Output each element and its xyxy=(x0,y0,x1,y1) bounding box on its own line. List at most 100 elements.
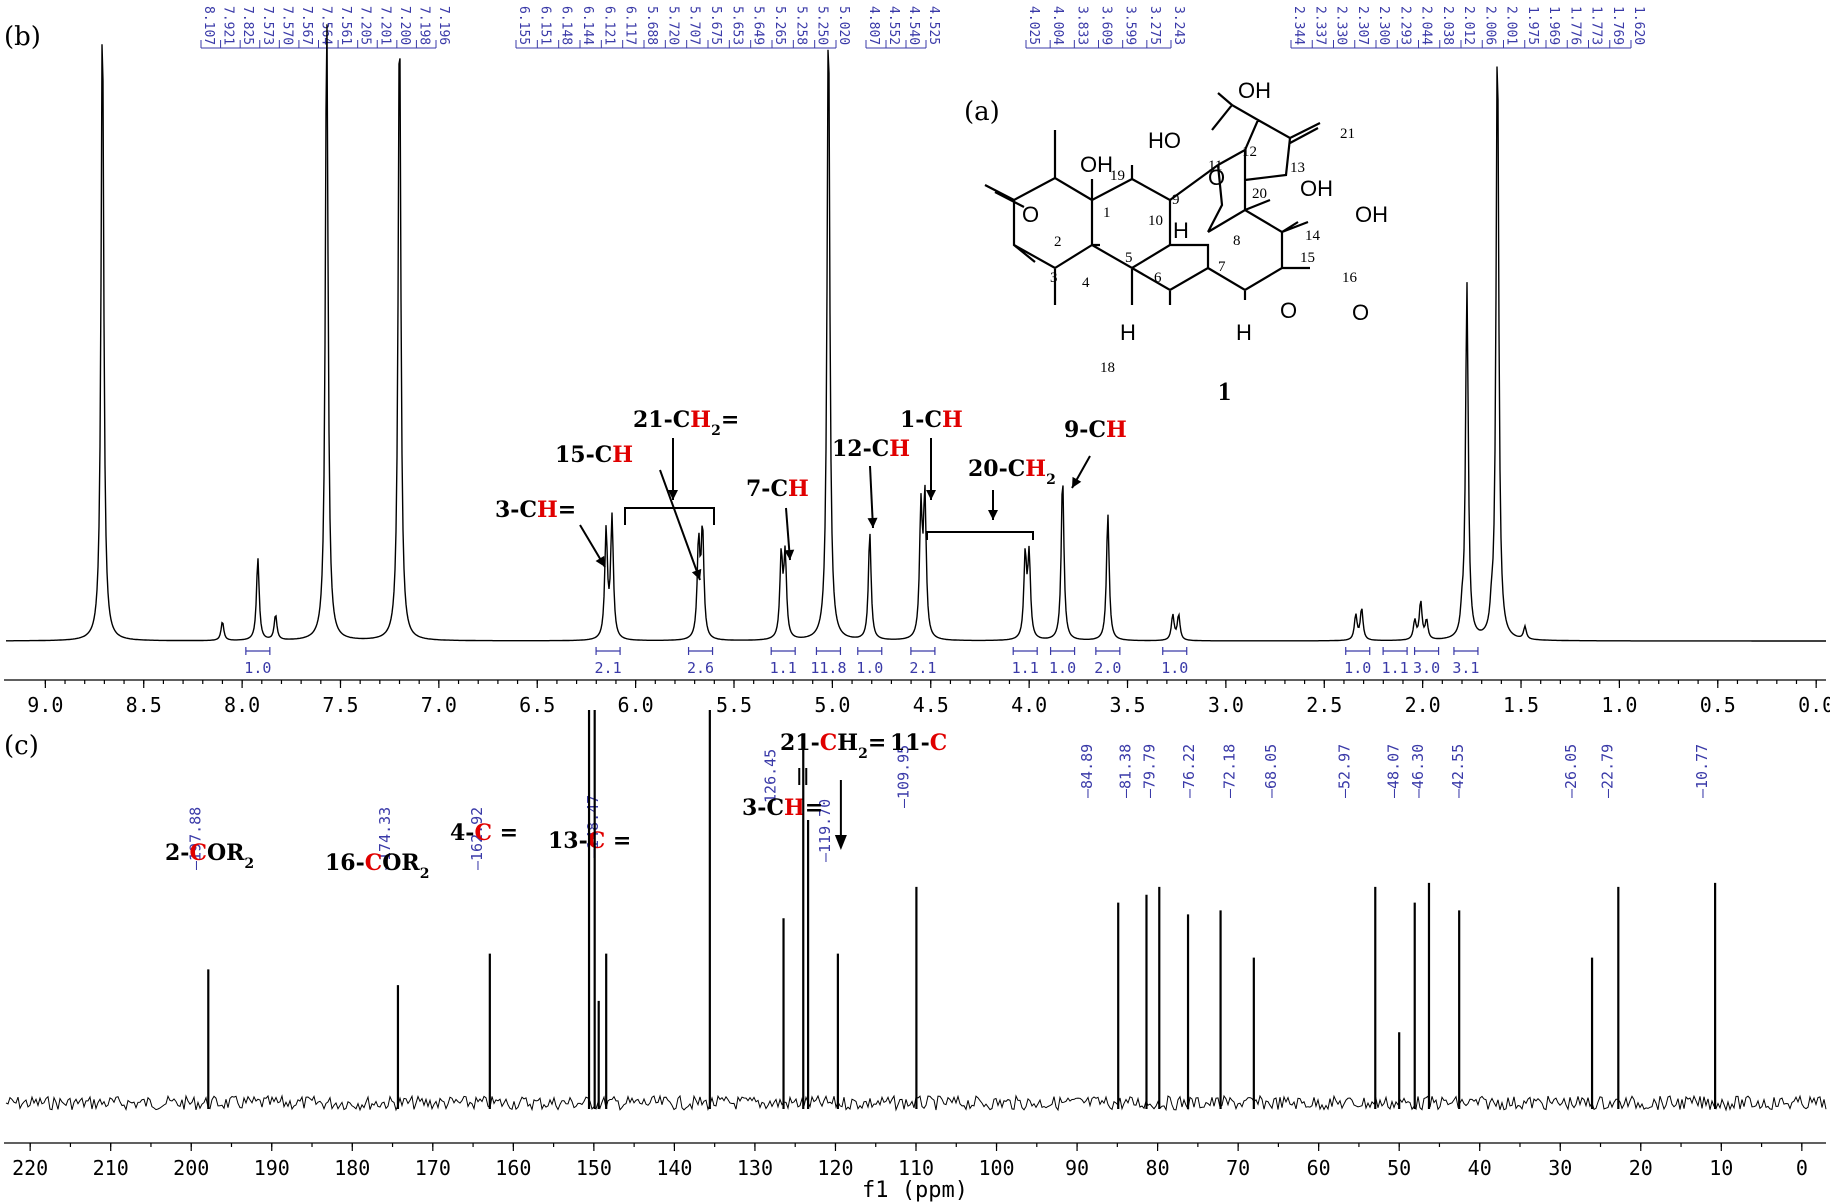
proton-assignment-label: 7-CH xyxy=(746,476,809,502)
atom-number: 4 xyxy=(1082,275,1090,291)
panel-label-b: (b) xyxy=(4,22,41,52)
atom-h-5: H xyxy=(1120,320,1136,345)
proton-tick-label: 1.5 xyxy=(1503,693,1539,717)
carbon-peak-shift-label: —197.88 xyxy=(186,807,204,870)
carbon-tick-label: 120 xyxy=(817,1156,853,1180)
proton-peak-shift-label: 6.148 xyxy=(559,6,574,45)
integration-value: 2.1 xyxy=(909,659,936,677)
proton-peak-shift-label: 5.250 xyxy=(815,6,830,45)
annotation-arrowhead xyxy=(1072,476,1082,488)
carbon-tick-label: 40 xyxy=(1468,1156,1492,1180)
proton-peak-shift-label: 2.344 xyxy=(1291,6,1306,45)
proton-peak-shift-label: 4.004 xyxy=(1050,6,1065,45)
proton-peak-shift-label: 1.975 xyxy=(1525,6,1540,45)
proton-tick-label: 2.0 xyxy=(1405,693,1441,717)
integration-value: 1.1 xyxy=(770,659,797,677)
integration-value: 2.0 xyxy=(1094,659,1121,677)
proton-peak-shift-label: 7.561 xyxy=(338,6,353,45)
annotation-arrowhead xyxy=(834,835,847,850)
proton-peak-shift-label: 5.720 xyxy=(665,6,680,45)
proton-tick-label: 3.0 xyxy=(1208,693,1244,717)
carbon-peak-shift-label: —84.89 xyxy=(1078,744,1096,798)
atom-number: 14 xyxy=(1305,228,1321,244)
proton-tick-label: 8.5 xyxy=(126,693,162,717)
compound-number: 1 xyxy=(1218,377,1231,406)
proton-tick-label: 7.5 xyxy=(322,693,358,717)
proton-peak-shift-label: 5.020 xyxy=(836,6,851,45)
carbon-tick-label: 160 xyxy=(495,1156,531,1180)
carbon-peak-shift-label: —162.92 xyxy=(468,807,486,870)
proton-assignment-label: 20-CH2 xyxy=(968,456,1056,488)
integration-value: 1.0 xyxy=(856,659,883,677)
proton-tick-label: 5.5 xyxy=(716,693,752,717)
molecule-bonds xyxy=(984,92,1321,305)
annotation-arrowhead xyxy=(988,510,998,520)
proton-assignment-label: 1-CH xyxy=(900,407,963,433)
proton-peak-shift-label: 6.117 xyxy=(623,6,638,45)
proton-peak-shift-label: 7.196 xyxy=(436,6,451,45)
carbon-peak-shift-label: —72.18 xyxy=(1221,744,1239,798)
integration-value: 3.0 xyxy=(1413,659,1440,677)
proton-peak-shift-label: 1.773 xyxy=(1589,6,1604,45)
integration-value: 2.6 xyxy=(687,659,714,677)
carbon-tick-label: 210 xyxy=(93,1156,129,1180)
x-axis-label: f1 (ppm) xyxy=(862,1178,968,1202)
carbon-peak-shift-label: —42.55 xyxy=(1449,744,1467,798)
proton-peak-shift-label: 2.330 xyxy=(1334,6,1349,45)
carbon-peak-shift-label: —81.38 xyxy=(1117,744,1135,798)
proton-peak-shift-label: 8.107 xyxy=(201,6,216,45)
proton-peak-shift-label: 1.969 xyxy=(1546,6,1561,45)
integration-value: 1.1 xyxy=(1012,659,1039,677)
integration-value: 1.0 xyxy=(244,659,271,677)
proton-peak-shift-label: 4.807 xyxy=(866,6,881,45)
proton-peak-shift-label: 1.776 xyxy=(1567,6,1582,45)
proton-peak-shift-label: 3.609 xyxy=(1099,6,1114,45)
proton-peak-shift-label: 2.307 xyxy=(1355,6,1370,45)
carbon-tick-label: 0 xyxy=(1796,1156,1808,1180)
carbon-peak-shift-label: —76.22 xyxy=(1180,744,1198,798)
proton-peak-shift-label: 7.198 xyxy=(416,6,431,45)
proton-tick-label: 9.0 xyxy=(27,693,63,717)
atom-number: 7 xyxy=(1218,259,1226,275)
carbon-peak-shift-label: —26.05 xyxy=(1562,744,1580,798)
proton-peak-shift-label: 3.599 xyxy=(1123,6,1138,45)
proton-tick-label: 6.0 xyxy=(618,693,654,717)
carbon-tick-label: 70 xyxy=(1226,1156,1250,1180)
proton-tick-label: 3.5 xyxy=(1109,693,1145,717)
proton-peak-shift-label: 4.025 xyxy=(1026,6,1041,45)
proton-assignment-label: 3-CH= xyxy=(495,497,576,523)
atom-oh-1: OH xyxy=(1080,152,1113,177)
proton-peak-shift-label: 4.552 xyxy=(886,6,901,45)
atom-o-lactone: O xyxy=(1280,298,1297,323)
atom-number: 20 xyxy=(1252,186,1267,202)
proton-peak-shift-label: 7.921 xyxy=(221,6,236,45)
carbon-assignment-label: 16-COR2 xyxy=(325,850,429,882)
proton-tick-label: 4.0 xyxy=(1011,693,1047,717)
atom-oh-12: OH xyxy=(1238,78,1271,103)
proton-tick-label: 4.5 xyxy=(913,693,949,717)
atom-number: 10 xyxy=(1148,213,1163,229)
atom-number: 5 xyxy=(1125,250,1133,266)
integration-value: 1.0 xyxy=(1344,659,1371,677)
carbon-tick-label: 80 xyxy=(1146,1156,1170,1180)
proton-peak-shift-label: 7.567 xyxy=(299,6,314,45)
carbon-peak-shift-label: —22.79 xyxy=(1598,744,1616,798)
integration-value: 1.0 xyxy=(1049,659,1076,677)
carbon-tick-label: 10 xyxy=(1709,1156,1733,1180)
carbon-peak-shift-label: —68.05 xyxy=(1262,744,1280,798)
carbon-spectrum-panel: —197.88—174.33—162.92—148.47—126.45—119.… xyxy=(4,710,1827,1202)
carbon-tick-label: 50 xyxy=(1387,1156,1411,1180)
proton-peak-shift-label: 1.769 xyxy=(1610,6,1625,45)
proton-tick-label: 7.0 xyxy=(421,693,457,717)
atom-number: 2 xyxy=(1054,234,1062,250)
carbon-tick-label: 190 xyxy=(254,1156,290,1180)
atom-number: 16 xyxy=(1342,270,1358,286)
proton-peak-shift-label: 6.144 xyxy=(580,6,595,45)
proton-peak-shift-label: 6.121 xyxy=(601,6,616,45)
